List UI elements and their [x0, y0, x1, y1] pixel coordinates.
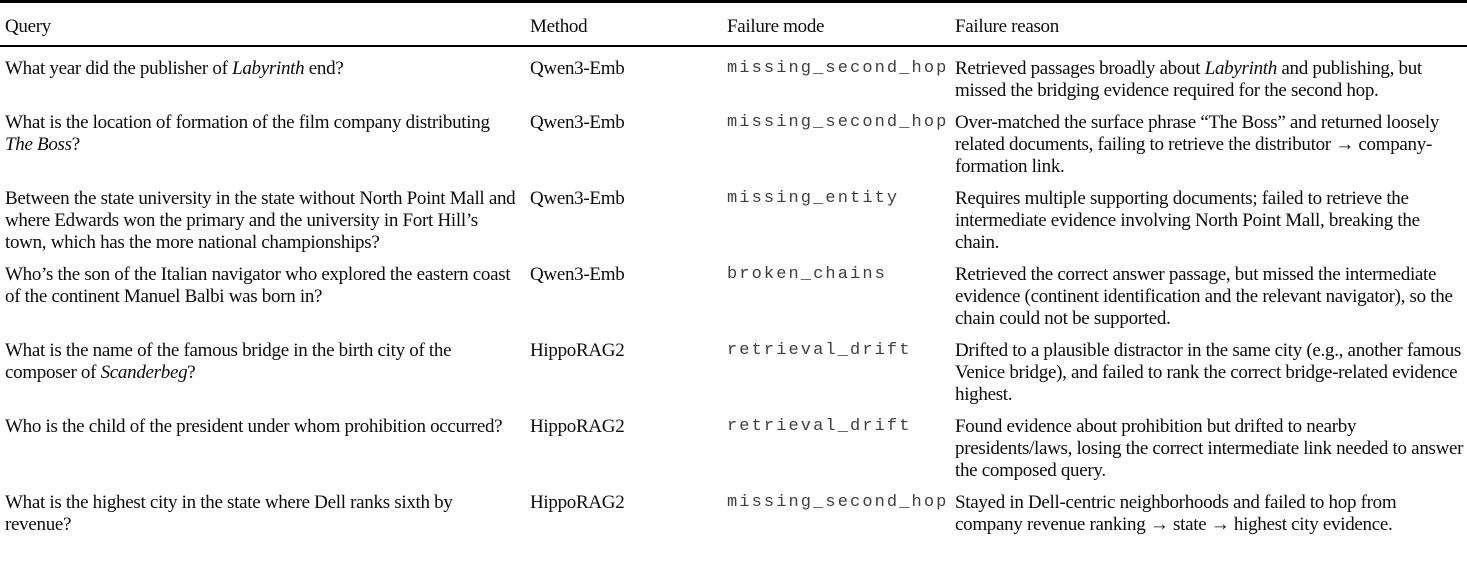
emphasis-text: The Boss	[5, 134, 72, 155]
plain-text: Retrieved passages broadly about	[955, 58, 1205, 79]
failure-reason-cell: Retrieved the correct answer passage, bu…	[955, 264, 1467, 340]
plain-text: What year did the publisher of	[5, 58, 233, 79]
query-cell: Who’s the son of the Italian navigator w…	[0, 264, 530, 340]
column-header-query: Query	[0, 1, 530, 47]
method-cell: Qwen3-Emb	[530, 112, 625, 133]
table-row: What is the highest city in the state wh…	[0, 492, 1467, 546]
failure-mode-cell: retrieval_drift	[727, 417, 912, 436]
table-body: What year did the publisher of Labyrinth…	[0, 46, 1467, 546]
failure-mode-cell: missing_second_hop	[727, 59, 949, 78]
query-cell: Who is the child of the president under …	[0, 416, 530, 492]
query-cell: Between the state university in the stat…	[0, 188, 530, 264]
plain-text: Found evidence about prohibition but dri…	[955, 416, 1464, 481]
column-header-failure-mode: Failure mode	[727, 1, 955, 47]
method-cell: HippoRAG2	[530, 340, 625, 361]
query-cell: What is the location of formation of the…	[0, 112, 530, 188]
plain-text: What is the name of the famous bridge in…	[5, 340, 452, 383]
query-cell: What is the highest city in the state wh…	[0, 492, 530, 546]
plain-text: What is the highest city in the state wh…	[5, 492, 453, 535]
plain-text: Stayed in Dell-centric neighborhoods and…	[955, 492, 1397, 535]
emphasis-text: Labyrinth	[1204, 58, 1278, 79]
method-cell: HippoRAG2	[530, 416, 625, 437]
plain-text: and publishing, but missed the bridging …	[955, 58, 1422, 101]
method-cell: Qwen3-Emb	[530, 188, 625, 209]
failure-mode-cell: broken_chains	[727, 265, 887, 284]
query-cell: What year did the publisher of Labyrinth…	[0, 46, 530, 112]
query-cell: What is the name of the famous bridge in…	[0, 340, 530, 416]
table-row: What year did the publisher of Labyrinth…	[0, 46, 1467, 112]
table-row: Who is the child of the president under …	[0, 416, 1467, 492]
table-row: Who’s the son of the Italian navigator w…	[0, 264, 1467, 340]
emphasis-text: Labyrinth	[232, 58, 305, 79]
plain-text: Retrieved the correct answer passage, bu…	[955, 264, 1453, 329]
plain-text: Who’s the son of the Italian navigator w…	[5, 264, 511, 307]
failure-reason-cell: Found evidence about prohibition but dri…	[955, 416, 1467, 492]
failure-mode-cell: missing_second_hop	[727, 493, 949, 512]
column-header-failure-reason: Failure reason	[955, 1, 1467, 47]
table-row: Between the state university in the stat…	[0, 188, 1467, 264]
failure-mode-cell: retrieval_drift	[727, 341, 912, 360]
plain-text: ?	[71, 134, 80, 155]
failure-reason-cell: Retrieved passages broadly about Labyrin…	[955, 46, 1467, 112]
failure-mode-cell: missing_entity	[727, 189, 900, 208]
plain-text: ?	[187, 362, 196, 383]
header-row: Query Method Failure mode Failure reason	[0, 1, 1467, 47]
plain-text: Between the state university in the stat…	[5, 188, 516, 253]
emphasis-text: Scanderbeg	[100, 362, 188, 383]
column-header-method: Method	[530, 1, 727, 47]
method-cell: HippoRAG2	[530, 492, 625, 513]
failure-reason-cell: Stayed in Dell-centric neighborhoods and…	[955, 492, 1467, 546]
table-row: What is the location of formation of the…	[0, 112, 1467, 188]
table-row: What is the name of the famous bridge in…	[0, 340, 1467, 416]
plain-text: end?	[304, 58, 344, 79]
plain-text: Over-matched the surface phrase “The Bos…	[955, 112, 1440, 177]
table-header: Query Method Failure mode Failure reason	[0, 1, 1467, 47]
failure-mode-cell: missing_second_hop	[727, 113, 949, 132]
plain-text: Drifted to a plausible distractor in the…	[955, 340, 1462, 405]
failure-reason-cell: Over-matched the surface phrase “The Bos…	[955, 112, 1467, 188]
plain-text: What is the location of formation of the…	[5, 112, 490, 133]
method-cell: Qwen3-Emb	[530, 58, 625, 79]
failure-reason-cell: Requires multiple supporting documents; …	[955, 188, 1467, 264]
failure-analysis-table: Query Method Failure mode Failure reason…	[0, 0, 1467, 546]
plain-text: Requires multiple supporting documents; …	[955, 188, 1420, 253]
plain-text: Who is the child of the president under …	[5, 416, 503, 437]
failure-reason-cell: Drifted to a plausible distractor in the…	[955, 340, 1467, 416]
method-cell: Qwen3-Emb	[530, 264, 625, 285]
